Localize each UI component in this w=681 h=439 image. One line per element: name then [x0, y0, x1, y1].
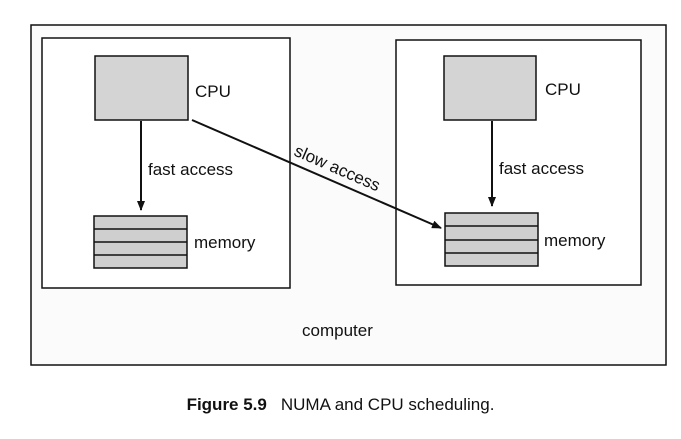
right-fast-access-label: fast access: [499, 159, 584, 178]
left-fast-access-label: fast access: [148, 160, 233, 179]
right-memory-block: [444, 212, 539, 267]
figure-title: NUMA and CPU scheduling.: [280, 395, 495, 414]
slow-access-arrow: [191, 119, 442, 229]
left-cpu-label: CPU: [195, 82, 231, 101]
right-cpu-box: [443, 55, 537, 121]
figure-number: Figure 5.9: [186, 395, 267, 414]
left-memory-block: [93, 215, 188, 269]
figure-caption: Figure 5.9 NUMA and CPU scheduling.: [0, 395, 681, 415]
computer-label: computer: [302, 321, 373, 340]
left-memory-label: memory: [194, 233, 256, 252]
right-memory-label: memory: [544, 231, 606, 250]
right-cpu-label: CPU: [545, 80, 581, 99]
left-cpu-box: [94, 55, 189, 121]
